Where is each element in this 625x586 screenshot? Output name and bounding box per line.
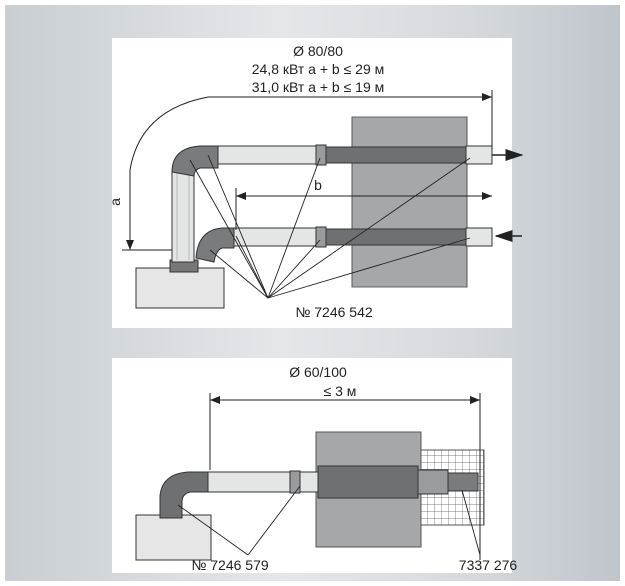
lower-elbow <box>195 227 235 263</box>
bottom-diagram: Ø 60/100 ≤ 3 м № 7246 579 7337 276 <box>112 358 517 573</box>
length-limit-label: ≤ 3 м <box>324 383 357 399</box>
diameter-label-bottom: Ø 60/100 <box>289 364 347 380</box>
upper-pipe <box>217 145 319 165</box>
boiler-base-bottom <box>135 514 212 561</box>
part-number-bottom-left: № 7246 579 <box>191 557 269 573</box>
boiler-base <box>135 267 225 309</box>
coaxial-pipe <box>207 471 293 493</box>
upper-elbow <box>171 145 219 177</box>
wall <box>351 116 468 288</box>
top-diagram: Ø 80/80 24,8 кВт a + b ≤ 29 м 31,0 кВт a… <box>107 38 524 328</box>
spec-line-2: 31,0 кВт a + b ≤ 19 м <box>252 79 385 95</box>
lower-pipe <box>233 227 319 247</box>
vertical-pipe <box>171 169 195 263</box>
diameter-label-top: Ø 80/80 <box>293 43 343 59</box>
spec-line-1: 24,8 кВт a + b ≤ 29 м <box>252 61 385 77</box>
dimension-a-label: a <box>107 198 123 206</box>
dimension-b-label: b <box>314 177 322 193</box>
part-number-bottom-right: 7337 276 <box>459 557 518 573</box>
part-number-top: № 7246 542 <box>295 304 373 320</box>
